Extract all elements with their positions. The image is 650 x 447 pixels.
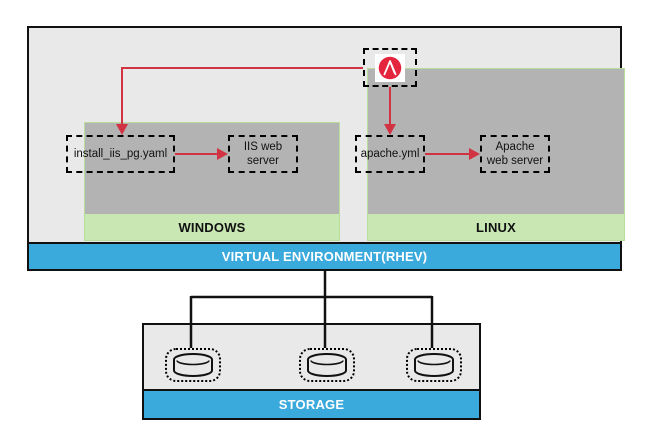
linux-label: LINUX xyxy=(368,214,624,240)
virtual-environment-label: VIRTUAL ENVIRONMENT(RHEV) xyxy=(221,249,428,264)
linux-playbook-label: apache.yml xyxy=(360,147,420,160)
linux-playbook-node: apache.yml xyxy=(355,135,425,173)
virtual-environment-bar: VIRTUAL ENVIRONMENT(RHEV) xyxy=(29,242,620,269)
ansible-badge xyxy=(375,53,405,82)
windows-label: WINDOWS xyxy=(85,214,339,240)
virtual-environment-box: WINDOWS LINUX VIRTUAL ENVIRONMENT(RHEV) xyxy=(27,26,625,271)
database-icon xyxy=(307,353,347,377)
database-icon xyxy=(173,353,213,377)
windows-server-node: IIS web server xyxy=(228,135,298,173)
windows-playbook-node: install_iis_pg.yaml xyxy=(66,135,175,173)
storage-box: STORAGE xyxy=(142,323,481,420)
storage-disk xyxy=(406,348,462,382)
linux-server-line2: web server xyxy=(486,155,544,167)
linux-os-area xyxy=(368,69,624,214)
database-icon xyxy=(414,353,454,377)
storage-label: STORAGE xyxy=(278,397,345,412)
linux-platform-box: LINUX xyxy=(367,68,625,241)
windows-playbook-label: install_iis_pg.yaml xyxy=(73,147,168,160)
storage-disk xyxy=(165,348,221,382)
storage-disk xyxy=(299,348,355,382)
storage-bar: STORAGE xyxy=(144,389,479,418)
windows-platform-box: WINDOWS xyxy=(84,122,340,241)
windows-server-line2: server xyxy=(247,155,279,167)
windows-server-line1: IIS web xyxy=(243,140,283,153)
linux-server-node: Apache web server xyxy=(480,135,550,173)
linux-server-line1: Apache xyxy=(495,140,535,153)
ansible-node xyxy=(363,48,417,87)
ansible-logo-icon xyxy=(378,56,402,79)
